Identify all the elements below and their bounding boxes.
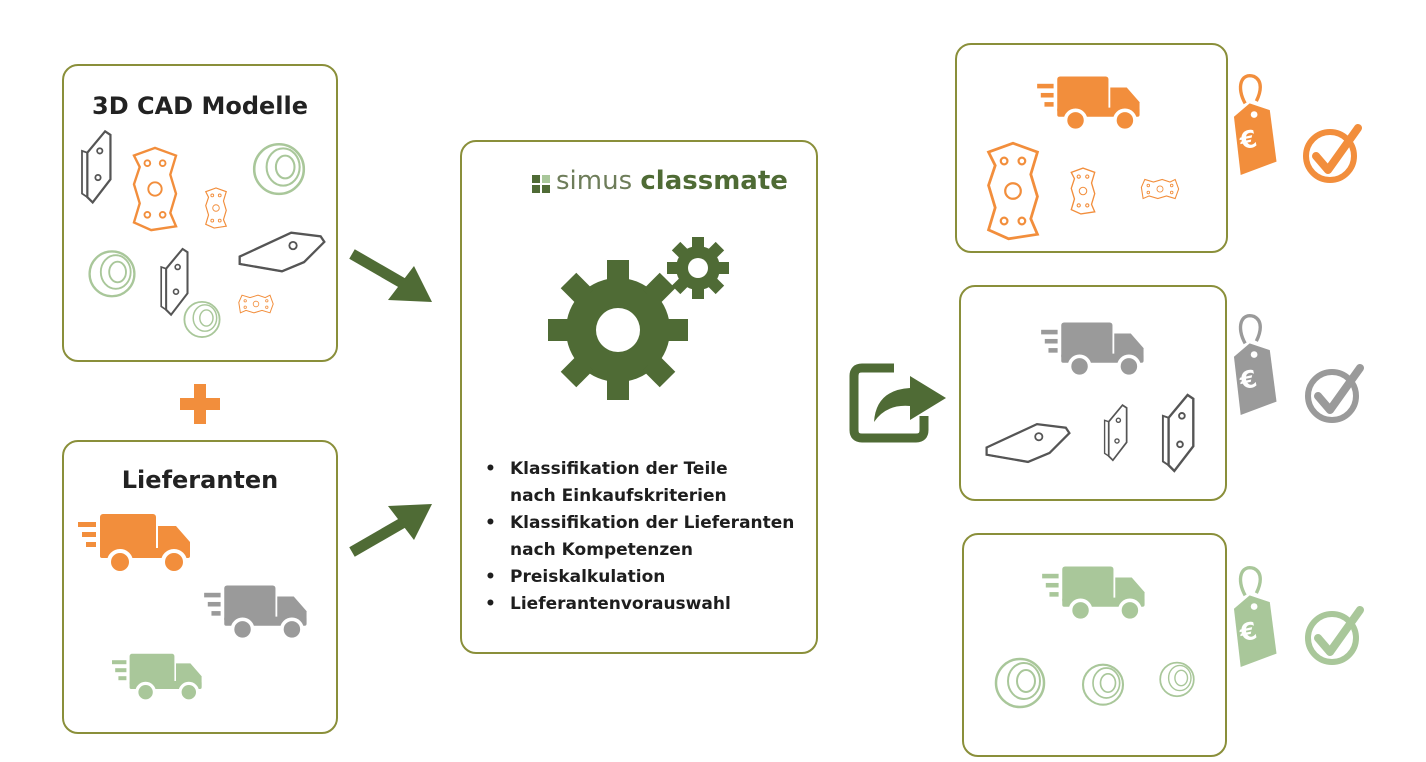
export-icon — [849, 363, 946, 443]
grey-truck-icon — [1041, 317, 1151, 381]
orange-truck-icon — [78, 508, 198, 578]
grey-parts-illustration — [985, 393, 1195, 473]
cad-parts-illustration — [80, 130, 326, 338]
output-box-grey — [959, 285, 1227, 501]
cad-models-title: 3D CAD Modelle — [92, 92, 308, 120]
arrow-suppliers-to-center-icon — [349, 504, 432, 557]
green-truck-icon — [112, 648, 208, 706]
feature-item: Lieferantenvorauswahl — [482, 591, 794, 618]
brand-name: simus classmate — [556, 166, 788, 196]
output-box-orange — [955, 43, 1228, 253]
green-parts-illustration — [994, 657, 1195, 709]
brand-name-light: simus — [556, 166, 641, 196]
green-truck-icon — [1042, 561, 1152, 625]
arrow-models-to-center-icon — [349, 249, 432, 302]
checkmark-icon — [1302, 362, 1366, 426]
suppliers-box: Lieferanten — [62, 440, 338, 734]
plus-icon: + — [180, 384, 220, 424]
cad-models-box: 3D CAD Modelle — [62, 64, 338, 362]
grey-truck-icon — [204, 580, 314, 644]
feature-item: Preiskalkulation — [482, 564, 794, 591]
brand-logo-icon — [532, 175, 550, 193]
output-box-green — [962, 533, 1227, 757]
orange-parts-illustration — [987, 141, 1180, 241]
orange-truck-icon — [1037, 71, 1147, 135]
classmate-box: simus classmate — [460, 140, 818, 654]
checkmark-icon — [1302, 604, 1366, 668]
brand-name-bold: classmate — [640, 166, 788, 196]
gears-icon — [548, 237, 729, 400]
suppliers-title: Lieferanten — [121, 466, 279, 494]
checkmark-icon — [1300, 122, 1364, 186]
